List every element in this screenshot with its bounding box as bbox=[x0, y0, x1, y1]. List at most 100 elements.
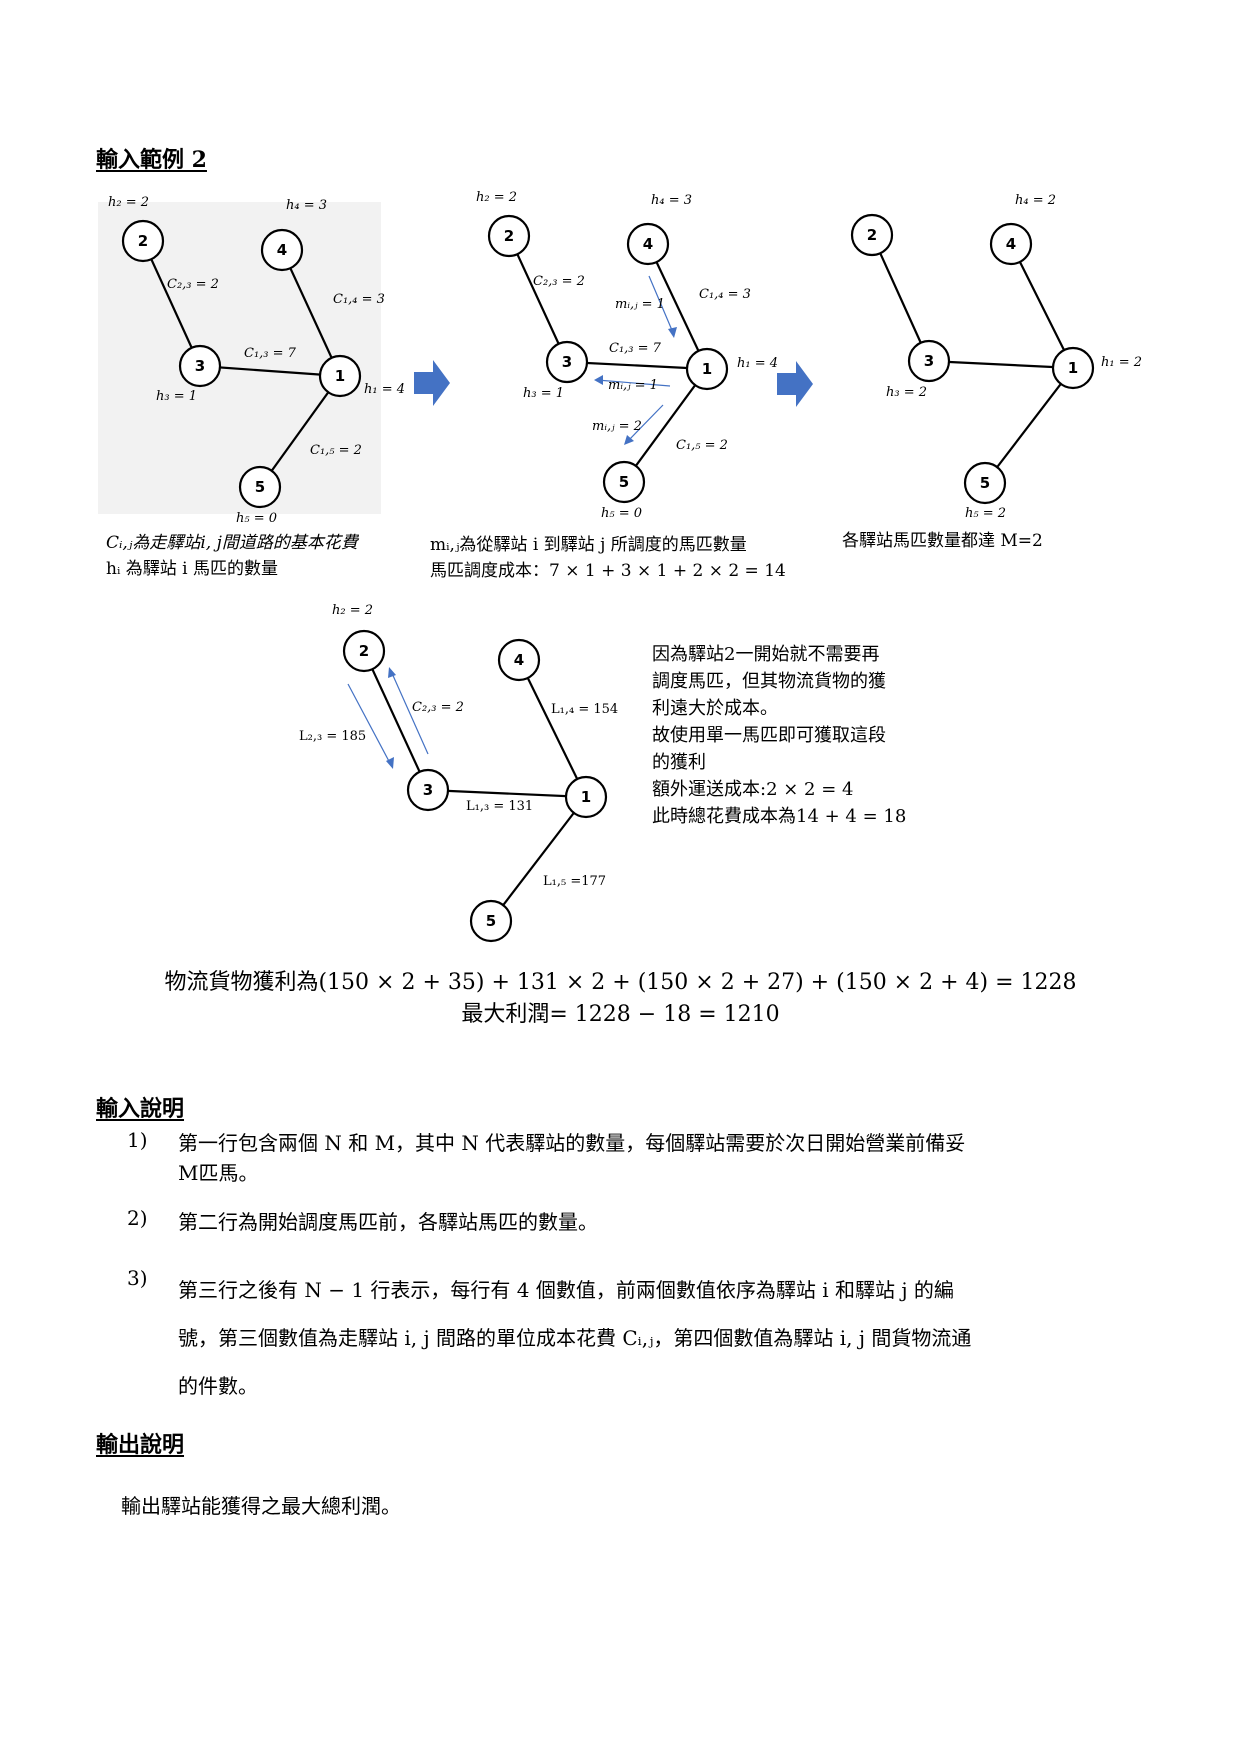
label-h2: h₂ = 2 bbox=[476, 190, 517, 205]
svg-text:3: 3 bbox=[423, 781, 433, 799]
input-heading: 輸入說明 bbox=[96, 1096, 185, 1122]
node-1: 1 bbox=[318, 354, 362, 398]
caption-line: hᵢ 為驛站 i 馬匹的數量 bbox=[106, 559, 279, 579]
list-item: 第一行包含兩個 N 和 M，其中 N 代表驛站的數量，每個驛站需要於次日開始營業… bbox=[178, 1128, 1158, 1188]
list-line: 號，第三個數值為走驛站 i, j 間路的單位成本花費 Cᵢ,ⱼ，第四個數值為驛站… bbox=[178, 1326, 972, 1350]
list-line: 第二行為開始調度馬匹前，各驛站馬匹的數量。 bbox=[178, 1210, 598, 1234]
svg-text:3: 3 bbox=[195, 357, 205, 375]
example-heading: 輸入範例 2 bbox=[96, 147, 207, 173]
label-c23: C₂,₃ = 2 bbox=[412, 700, 464, 715]
edge-1-5 bbox=[623, 368, 708, 483]
edge-2-3 bbox=[141, 240, 202, 367]
move-arrow-1-to-5 bbox=[626, 404, 664, 443]
list-item: 第二行為開始調度馬匹前，各驛站馬匹的數量。 bbox=[178, 1206, 1158, 1235]
list-line: 第一行包含兩個 N 和 M，其中 N 代表驛站的數量，每個驛站需要於次日開始營業… bbox=[178, 1131, 966, 1155]
label-h1: h₁ = 2 bbox=[1101, 355, 1142, 370]
next-step-arrow-2 bbox=[777, 361, 813, 407]
list-line: M匹馬。 bbox=[178, 1161, 259, 1185]
label-m-1-5: mᵢ,ⱼ = 2 bbox=[592, 419, 642, 434]
edge-4-1 bbox=[518, 659, 587, 798]
node-2: 2 bbox=[850, 213, 894, 257]
edge-3-1 bbox=[199, 364, 341, 378]
output-text: 輸出驛站能獲得之最大總利潤。 bbox=[121, 1494, 401, 1518]
node-3: 3 bbox=[406, 768, 450, 812]
edge-1-5 bbox=[259, 375, 341, 488]
node-2: 2 bbox=[121, 219, 165, 263]
svg-text:2: 2 bbox=[359, 642, 369, 660]
list-number: 3) bbox=[127, 1266, 148, 1290]
list-line: 的件數。 bbox=[178, 1374, 258, 1398]
next-step-arrow-1 bbox=[414, 360, 450, 406]
max-profit-formula: 最大利潤= 1228 − 18 = 1210 bbox=[461, 1002, 780, 1027]
label-h5: h₅ = 0 bbox=[601, 506, 642, 521]
arrow-head bbox=[388, 667, 396, 678]
edge-2-3 bbox=[363, 650, 429, 791]
edge-1-5 bbox=[490, 796, 587, 922]
arrow-head bbox=[386, 757, 394, 769]
node-4: 4 bbox=[260, 228, 304, 272]
list-number: 1) bbox=[127, 1128, 148, 1152]
svg-text:1: 1 bbox=[335, 367, 345, 385]
label-h3: h₃ = 2 bbox=[886, 385, 927, 400]
label-l15: L₁,₅ =177 bbox=[543, 874, 606, 889]
caption-panel-3: 各驛站馬匹數量都達 M=2 bbox=[842, 528, 1043, 554]
label-l23: L₂,₃ = 185 bbox=[299, 729, 366, 744]
list-item: 第三行之後有 N − 1 行表示，每行有 4 個數值，前兩個數值依序為驛站 i … bbox=[178, 1266, 1158, 1410]
label-l13: L₁,₃ = 131 bbox=[466, 799, 533, 814]
label-c14: C₁,₄ = 3 bbox=[699, 287, 751, 302]
label-c23: C₂,₃ = 2 bbox=[167, 277, 219, 292]
label-h3: h₃ = 1 bbox=[523, 386, 564, 401]
caption-line: 各驛站馬匹數量都達 M=2 bbox=[842, 531, 1043, 551]
label-c15: C₁,₅ = 2 bbox=[676, 438, 728, 453]
svg-text:2: 2 bbox=[504, 227, 514, 245]
route-explanation: 因為驛站2一開始就不需要再 調度馬匹，但其物流貨物的獲 利遠大於成本。 故使用單… bbox=[652, 641, 906, 830]
output-heading: 輸出說明 bbox=[96, 1432, 185, 1458]
svg-text:4: 4 bbox=[514, 651, 524, 669]
svg-text:3: 3 bbox=[562, 353, 572, 371]
label-h4: h₄ = 3 bbox=[286, 198, 327, 213]
svg-text:2: 2 bbox=[867, 226, 877, 244]
note-line: 因為驛站2一開始就不需要再 bbox=[652, 644, 880, 665]
label-h2: h₂ = 2 bbox=[108, 195, 149, 210]
svg-text:4: 4 bbox=[1006, 235, 1016, 253]
caption-line: mᵢ,ⱼ為從驛站 i 到驛站 j 所調度的馬匹數量 bbox=[430, 535, 747, 555]
route-arrow-2-to-3 bbox=[347, 683, 392, 766]
node-3: 3 bbox=[178, 344, 222, 388]
svg-text:5: 5 bbox=[619, 473, 629, 491]
edge-1-5 bbox=[984, 367, 1074, 484]
node-2: 2 bbox=[487, 214, 531, 258]
label-l14: L₁,₄ = 154 bbox=[551, 702, 618, 717]
svg-text:4: 4 bbox=[277, 241, 287, 259]
node-2: 2 bbox=[342, 629, 386, 673]
list-number: 2) bbox=[127, 1206, 148, 1230]
edge-2-3 bbox=[870, 234, 931, 362]
node-1: 1 bbox=[564, 775, 608, 819]
node-5: 5 bbox=[963, 461, 1007, 505]
svg-text:5: 5 bbox=[486, 912, 496, 930]
svg-text:1: 1 bbox=[702, 360, 712, 378]
route-arrow-3-to-2 bbox=[390, 670, 429, 755]
note-line: 的獲利 bbox=[652, 752, 706, 773]
node-3: 3 bbox=[545, 340, 589, 384]
svg-text:1: 1 bbox=[1068, 359, 1078, 377]
edge-4-1 bbox=[647, 243, 708, 370]
note-line: 調度馬匹，但其物流貨物的獲 bbox=[652, 671, 886, 692]
label-c14: C₁,₄ = 3 bbox=[333, 292, 385, 307]
label-h1: h₁ = 4 bbox=[737, 356, 778, 371]
label-h5: h₅ = 0 bbox=[236, 511, 277, 526]
move-arrow-4-to-1 bbox=[648, 275, 675, 336]
label-h5: h₅ = 2 bbox=[965, 506, 1006, 521]
caption-line: Cᵢ,ⱼ為走驛站i, j間道路的基本花費 bbox=[106, 533, 358, 553]
arrow-head bbox=[668, 327, 677, 338]
caption-panel-2: mᵢ,ⱼ為從驛站 i 到驛站 j 所調度的馬匹數量 馬匹調度成本：7 × 1 +… bbox=[430, 532, 786, 584]
svg-text:4: 4 bbox=[643, 235, 653, 253]
arrow-head bbox=[594, 375, 603, 385]
edge-4-1 bbox=[281, 249, 341, 377]
label-m-1-3: mᵢ,ⱼ = 1 bbox=[608, 378, 658, 393]
label-h2: h₂ = 2 bbox=[332, 603, 373, 618]
edge-3-1 bbox=[928, 359, 1074, 370]
node-4: 4 bbox=[626, 222, 670, 266]
label-c15: C₁,₅ = 2 bbox=[310, 443, 362, 458]
svg-text:5: 5 bbox=[980, 474, 990, 492]
